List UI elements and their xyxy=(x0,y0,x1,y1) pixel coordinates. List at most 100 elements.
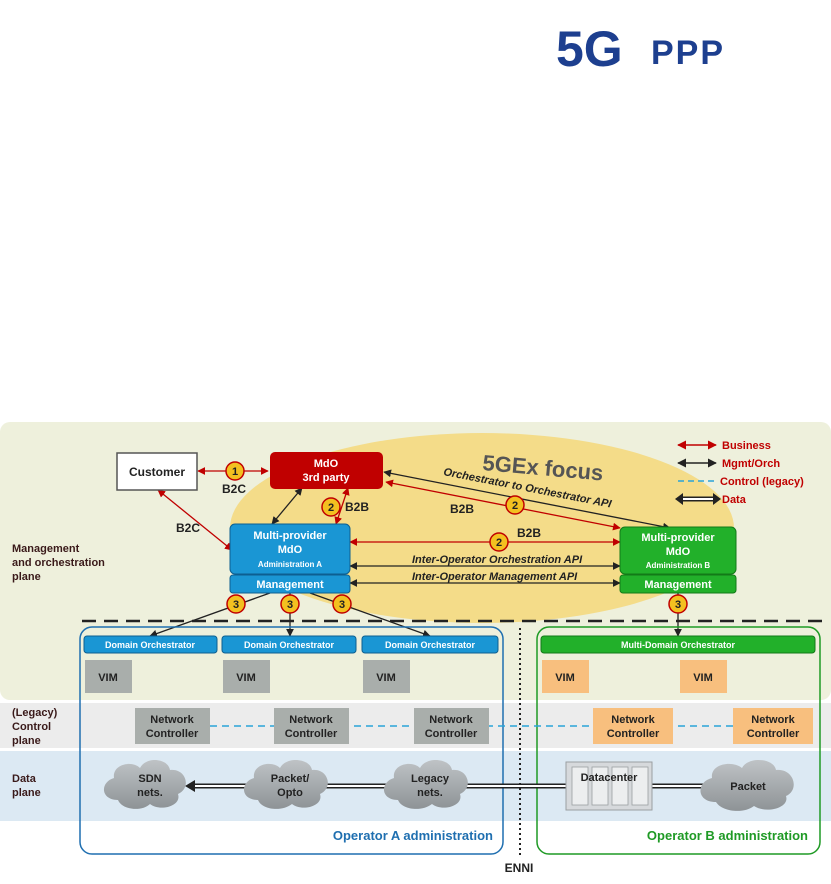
control-plane-label-1: (Legacy) xyxy=(12,707,58,719)
badge-3-a3: 3 xyxy=(332,594,352,614)
legend-mgmt-label: Mgmt/Orch xyxy=(722,458,780,470)
network-controller-b1 xyxy=(593,708,673,744)
b2b-label-mdo3-mpa: B2B xyxy=(345,500,369,514)
logo-ppp-text: PPP xyxy=(651,34,725,72)
network-controller-a2 xyxy=(274,708,349,744)
vim-a2 xyxy=(223,660,270,693)
cloud-legacy-label-1: Legacy xyxy=(411,773,450,785)
vim-a3-label: VIM xyxy=(376,672,396,684)
mp-mdo-b-label-2: MdO xyxy=(666,546,691,558)
link-mdo3-mpa-orch xyxy=(271,487,303,525)
legend-data-arrow-right xyxy=(713,493,721,505)
cloud-packet-label: Packet xyxy=(730,781,766,793)
badge-2-mdo3-mpa: 2 xyxy=(321,497,341,517)
legend: Business Mgmt/Orch Control (legacy) Data xyxy=(675,440,804,506)
badge-2-mpa-mpb: 2 xyxy=(489,532,509,552)
operator-a-admin-box xyxy=(79,626,504,855)
network-controller-a3-label-2: Controller xyxy=(425,728,478,740)
badge-3-b: 3 xyxy=(668,594,688,614)
control-plane-label-3: plane xyxy=(12,735,41,747)
domain-orchestrator-1-label: Domain Orchestrator xyxy=(105,640,196,650)
mp-mdo-a-label-1: Multi-provider xyxy=(253,530,327,542)
legend-data-arrow-left xyxy=(675,493,683,505)
management-b-label: Management xyxy=(644,579,712,591)
badge-2a-text: 2 xyxy=(328,502,334,514)
mdo-third-party-label-1: MdO xyxy=(314,458,339,470)
vim-a1 xyxy=(85,660,132,693)
network-controller-a2-label-1: Network xyxy=(289,714,333,726)
badge-2-mdo3-mpb: 2 xyxy=(505,495,525,515)
vim-b2-label: VIM xyxy=(693,672,713,684)
data-plane-label-1: Data xyxy=(12,773,37,785)
operator-a-admin-label: Operator A administration xyxy=(333,828,493,843)
vim-b1 xyxy=(542,660,589,693)
mp-mdo-a-label-2: MdO xyxy=(278,544,303,556)
link-mdo3-mpb-b2b xyxy=(385,479,621,531)
mp-mdo-a-sublabel: Administration A xyxy=(258,560,322,569)
network-controller-a2-label-2: Controller xyxy=(285,728,338,740)
badge-2c-text: 2 xyxy=(496,537,502,549)
customer-box xyxy=(116,452,198,491)
badge-3-a1: 3 xyxy=(226,594,246,614)
inter-mgmt-api-label: Inter-Operator Management API xyxy=(412,571,578,583)
operator-b-admin-box xyxy=(536,626,821,855)
badge-3a1-text: 3 xyxy=(233,599,239,611)
domain-orchestrator-1 xyxy=(83,635,218,654)
logo-5g-text: 5G xyxy=(556,21,623,77)
datacenter-icon xyxy=(565,761,653,811)
vim-a1-label: VIM xyxy=(98,672,118,684)
management-a-box xyxy=(229,574,351,594)
network-controller-b1-label-2: Controller xyxy=(607,728,660,740)
mp-mdo-b-sublabel: Administration B xyxy=(646,561,711,570)
mp-mdo-a-box xyxy=(229,523,351,575)
multi-domain-orchestrator-label: Multi-Domain Orchestrator xyxy=(621,640,736,650)
customer-label: Customer xyxy=(129,465,185,479)
vim-b1-label: VIM xyxy=(555,672,575,684)
network-controller-a3 xyxy=(414,708,489,744)
link-customer-mpa xyxy=(157,489,233,551)
enni-label: ENNI xyxy=(505,861,534,875)
management-plane-label-2: and orchestration xyxy=(12,557,105,569)
badge-3a3-text: 3 xyxy=(339,599,345,611)
network-controller-a3-label-1: Network xyxy=(429,714,473,726)
badge-1-text: 1 xyxy=(232,466,238,478)
network-controller-b2-label-1: Network xyxy=(751,714,795,726)
mdo-third-party-box xyxy=(270,452,383,489)
badge-2b-text: 2 xyxy=(512,500,518,512)
operator-b-admin-label: Operator B administration xyxy=(647,828,808,843)
b2b-label-mdo3-mpb: B2B xyxy=(450,502,474,516)
control-plane-label-2: Control xyxy=(12,721,51,733)
domain-orchestrator-2-label: Domain Orchestrator xyxy=(244,640,335,650)
cloud-legacy xyxy=(383,759,468,809)
management-plane-label-3: plane xyxy=(12,571,41,583)
vim-a3 xyxy=(363,660,410,693)
cloud-packet-opto-label-1: Packet/ xyxy=(271,773,310,785)
link-mgmt-a-do3 xyxy=(309,592,431,638)
management-a-label: Management xyxy=(256,579,324,591)
multi-domain-orchestrator xyxy=(540,635,816,654)
b2c-label-left: B2C xyxy=(176,521,200,535)
network-controller-b2 xyxy=(733,708,813,744)
cloud-sdn-label-2: nets. xyxy=(137,787,163,799)
vim-b2 xyxy=(680,660,727,693)
cloud-packet xyxy=(700,759,794,811)
b2b-label-mpa-mpb: B2B xyxy=(517,526,541,540)
legend-business-label: Business xyxy=(722,440,771,452)
legend-data-label: Data xyxy=(722,494,747,506)
vim-a2-label: VIM xyxy=(236,672,256,684)
network-controller-b1-label-1: Network xyxy=(611,714,655,726)
management-plane-label-1: Management xyxy=(12,543,80,555)
mdo-third-party-label-2: 3rd party xyxy=(302,472,350,484)
network-controller-a1-label-1: Network xyxy=(150,714,194,726)
badge-3b-text: 3 xyxy=(675,599,681,611)
badge-3a2-text: 3 xyxy=(287,599,293,611)
cloud-packet-opto-label-2: Opto xyxy=(277,787,303,799)
legend-control-label: Control (legacy) xyxy=(720,476,804,488)
domain-orchestrator-2 xyxy=(221,635,357,654)
mp-mdo-b-label-1: Multi-provider xyxy=(641,532,715,544)
5g-ppp-logo: 5G PPP xyxy=(556,21,725,77)
domain-orchestrator-3-label: Domain Orchestrator xyxy=(385,640,476,650)
badge-3-a2: 3 xyxy=(280,594,300,614)
link-mgmt-a-do1 xyxy=(149,592,271,638)
